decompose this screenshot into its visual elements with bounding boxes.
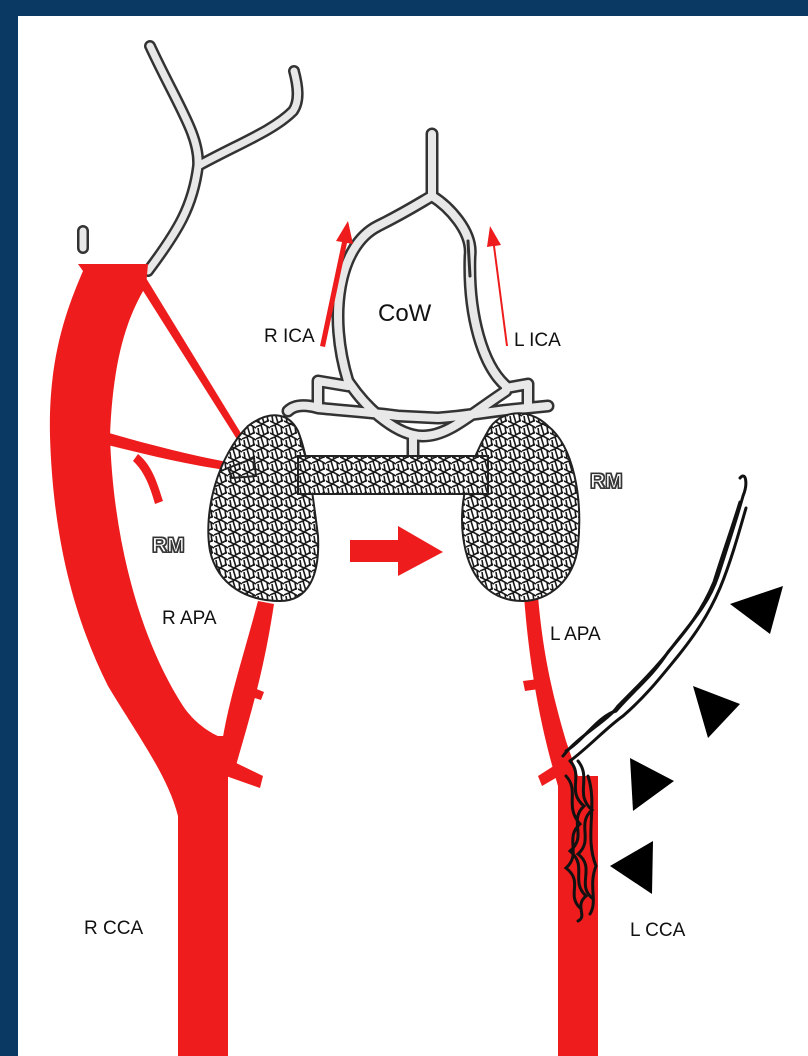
right-apa-label: R APA [162,608,217,630]
left-apa-label: L APA [550,624,601,646]
right-ica-label: R ICA [264,326,315,348]
arrowhead-2 [693,686,740,738]
rete-mirabile [208,413,579,601]
left-rete-mirabile-mass [208,415,318,601]
right-rete-mirabile-mass [462,413,579,601]
left-ica-label: L ICA [514,330,561,352]
diagram-frame: CoW R ICA L ICA RM RM R APA L APA R CCA … [18,16,808,1056]
flow-arrow-center [350,526,443,576]
circle-of-willis [288,134,548,456]
arrowhead-1 [730,586,783,634]
external-carotid-branches [83,46,298,271]
circle-of-willis-label: CoW [378,300,431,328]
left-cca-label: L CCA [630,920,685,942]
rete-mirabile-diagram [18,16,808,1056]
right-cca-label: R CCA [84,918,143,940]
ica-arrow-right [487,226,508,346]
right-rm-label: RM [590,470,623,494]
rete-mirabile-bridge [298,456,488,494]
left-rm-label: RM [152,534,185,558]
arrowhead-4 [610,841,653,894]
arrowhead-3 [630,758,674,811]
